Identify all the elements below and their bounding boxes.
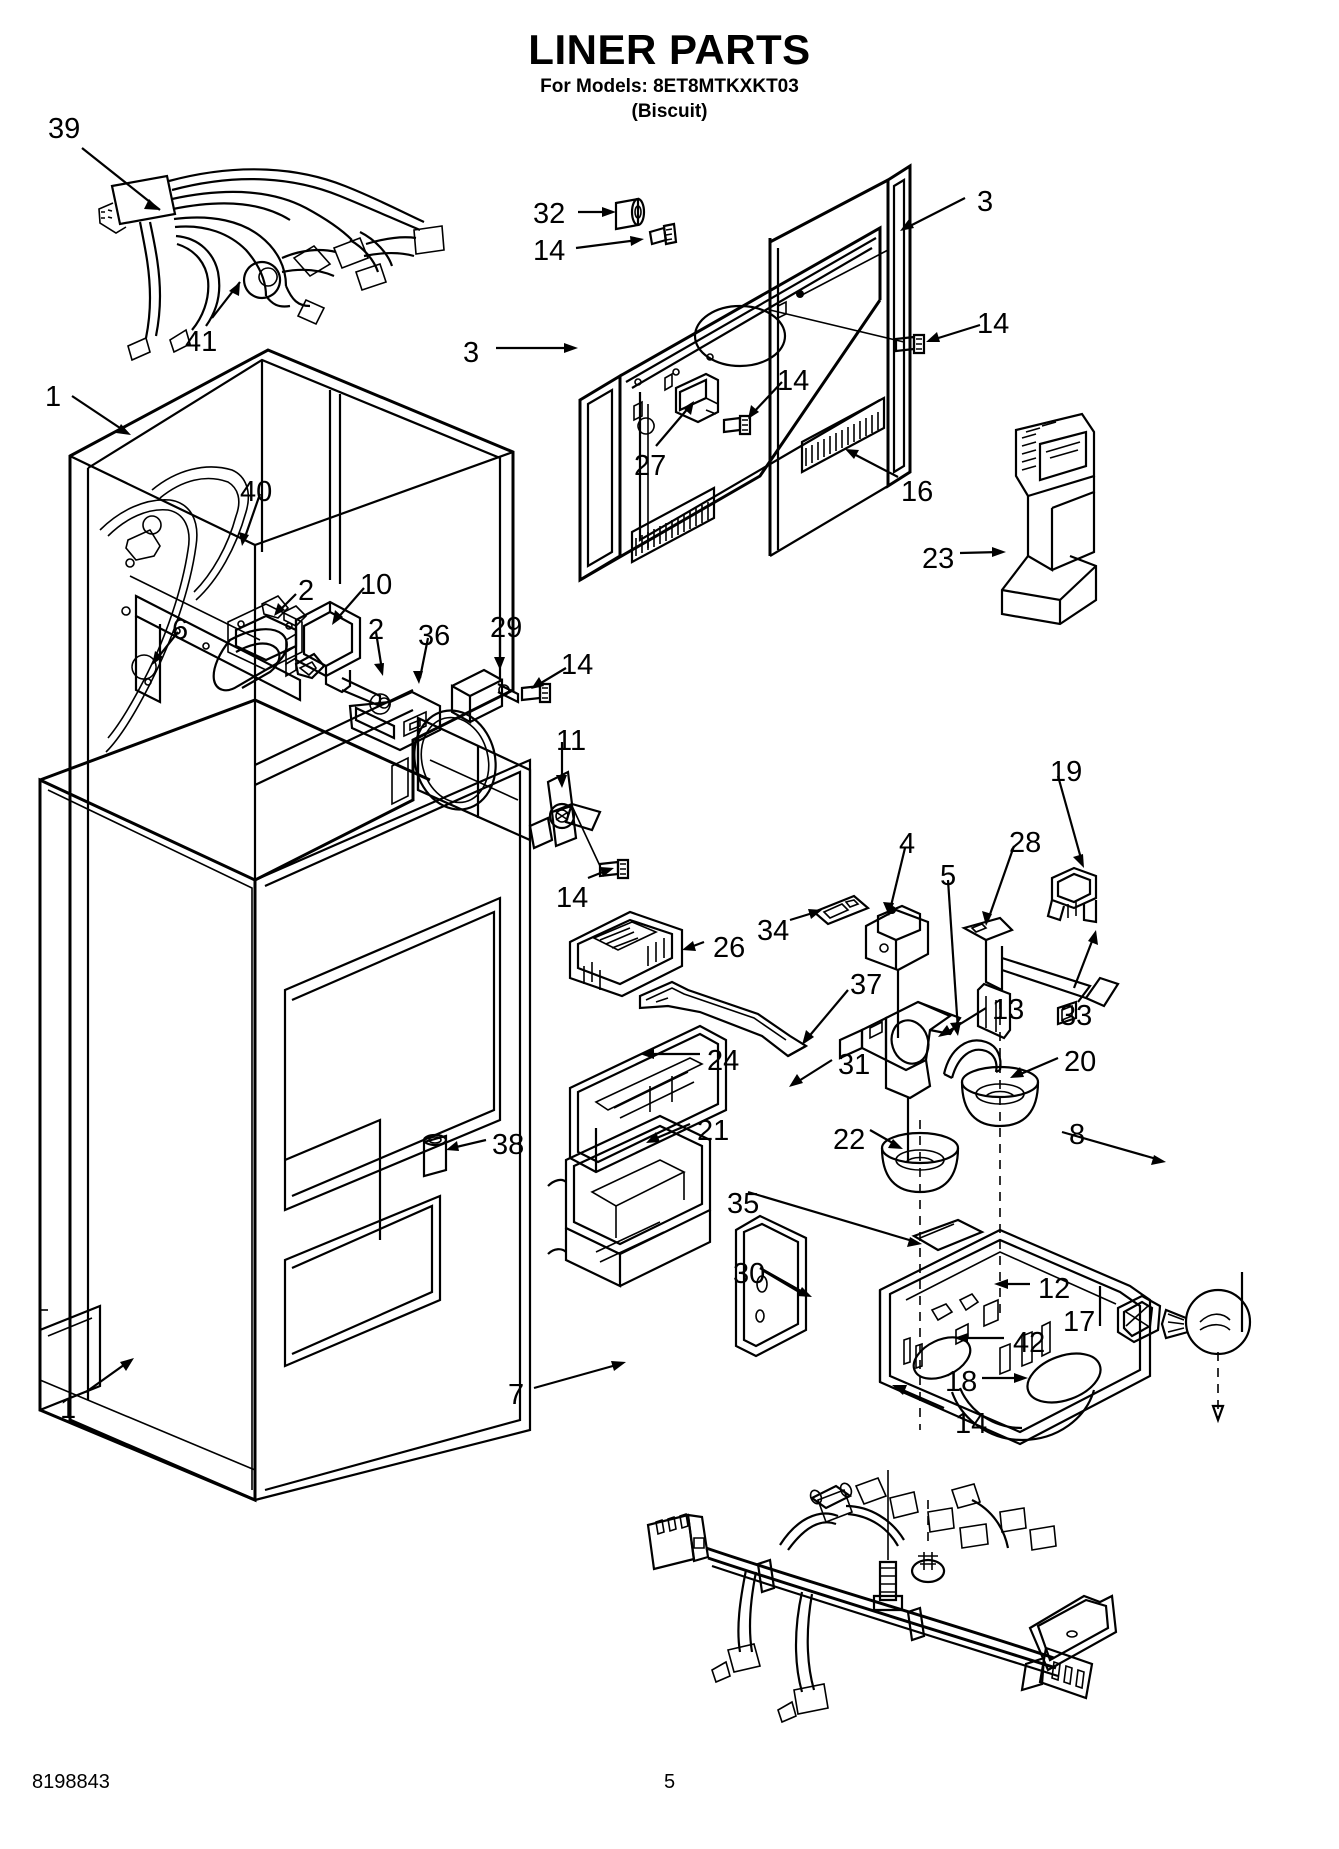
- callout-40: 40: [240, 476, 273, 508]
- main-wire-harness-art: [648, 1478, 1092, 1722]
- retainer-clip-art: [814, 896, 868, 924]
- callout-2-b: 2: [368, 614, 385, 646]
- callout-5: 5: [940, 860, 957, 892]
- callout-29: 29: [490, 612, 523, 644]
- callout-21: 21: [697, 1115, 730, 1147]
- cabinet-liner-lower-art: [40, 700, 530, 1500]
- callout-14-f: 14: [955, 1408, 988, 1440]
- callout-8: 8: [1069, 1119, 1086, 1151]
- callout-27: 27: [634, 450, 667, 482]
- callout-31: 31: [838, 1049, 871, 1081]
- callout-10: 10: [360, 569, 393, 601]
- callout-30: 30: [733, 1258, 766, 1290]
- callout-26: 26: [713, 932, 746, 964]
- callout-42: 42: [1013, 1327, 1046, 1359]
- leader-lines: [72, 148, 1166, 1408]
- callout-14-d: 14: [561, 649, 594, 681]
- callout-19: 19: [1050, 756, 1083, 788]
- callout-24: 24: [707, 1045, 740, 1077]
- callout-6: 6: [172, 614, 189, 646]
- finish-subtitle: (Biscuit): [631, 101, 708, 122]
- callout-1-b: 1: [60, 1393, 77, 1425]
- callout-28: 28: [1009, 827, 1042, 859]
- callout-32: 32: [533, 198, 566, 230]
- callout-14-b: 14: [977, 308, 1010, 340]
- light-housing-art: [874, 1230, 1250, 1670]
- callout-37: 37: [850, 969, 883, 1001]
- callout-23: 23: [922, 543, 955, 575]
- wire-harness-freezer-art: [99, 169, 444, 360]
- air-diffuser-art: [1002, 414, 1096, 624]
- liner-panel-art: [580, 166, 924, 580]
- callout-3-b: 3: [977, 186, 994, 218]
- callout-17: 17: [1063, 1306, 1096, 1338]
- callout-39: 39: [48, 113, 81, 145]
- callout-41: 41: [185, 326, 218, 358]
- callout-38: 38: [492, 1129, 525, 1161]
- callout-33: 33: [1060, 1000, 1093, 1032]
- wire-clip-strip-art: [640, 982, 806, 1056]
- callout-12: 12: [1038, 1273, 1071, 1305]
- callout-36: 36: [418, 620, 451, 652]
- callout-20: 20: [1064, 1046, 1097, 1078]
- small-bulb-art: [808, 1482, 853, 1508]
- air-ducts-art: [548, 1026, 726, 1286]
- callout-34: 34: [757, 915, 790, 947]
- footer-part-number: 8198843: [32, 1771, 110, 1793]
- damper-motor-art: [866, 906, 928, 1038]
- callout-13: 13: [992, 994, 1025, 1026]
- cabinet-liner-upper-art: [70, 350, 513, 1500]
- cover-plate-art: [914, 1220, 982, 1250]
- page-title: LINER PARTS: [528, 26, 811, 73]
- callout-18: 18: [945, 1366, 978, 1398]
- light-switch-art: [1048, 868, 1096, 922]
- control-module-art: [570, 912, 682, 996]
- callout-35: 35: [727, 1188, 760, 1220]
- footer-page-number: 5: [663, 1771, 676, 1793]
- callout-1-a: 1: [45, 381, 62, 413]
- callout-14-e: 14: [556, 882, 589, 914]
- callout-22: 22: [833, 1124, 866, 1156]
- callout-14-c: 14: [777, 365, 810, 397]
- callout-3-a: 3: [463, 337, 480, 369]
- callout-2-a: 2: [298, 575, 315, 607]
- link-arm-art: [964, 918, 1118, 1038]
- trim-rings-art: [882, 1000, 1038, 1430]
- callout-14-a: 14: [533, 235, 566, 267]
- callout-4: 4: [899, 828, 916, 860]
- insulation-panel-art: [736, 1216, 806, 1356]
- callout-11: 11: [556, 725, 587, 757]
- callout-7: 7: [508, 1379, 525, 1411]
- models-subtitle: For Models: 8ET8MTKXKT03: [540, 76, 799, 97]
- callout-16: 16: [901, 476, 934, 508]
